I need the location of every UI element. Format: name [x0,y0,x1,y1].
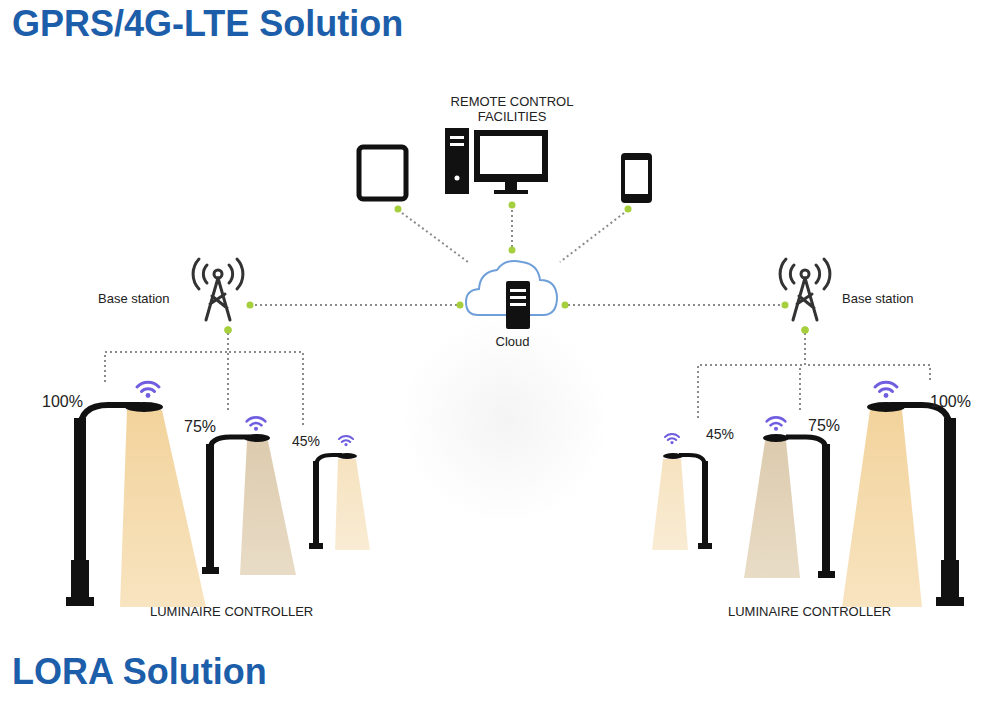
dotted-line [805,328,930,383]
luminaire-level: 45% [290,428,360,453]
luminaire-level: 100% [870,383,980,418]
node-text: Base station [842,291,930,306]
base-station: Base station [95,258,250,328]
dotted-link [562,302,789,309]
node-text: REMOTE CONTROL FACILITIES [442,94,582,124]
dotted-link [247,302,464,309]
component-label: LUMINAIRE CONTROLLER [150,604,313,619]
dotted-link [509,202,516,254]
base-station: Base station [785,258,930,328]
link-dot [802,327,809,334]
link-dot [562,302,569,309]
luminaire-level: 45% [660,420,740,445]
node-text: Cloud [460,334,565,349]
link-dot [509,202,516,209]
link-dot [782,302,789,309]
luminaire-level: 75% [765,410,850,440]
dotted-link [698,327,809,421]
node-text: 75% [184,418,229,436]
link-dot [457,302,464,309]
link-dot [247,302,254,309]
link-dot [509,247,516,254]
link-dot [802,327,809,334]
luminaire-level: 100% [38,383,168,418]
link-dot [225,327,232,334]
dotted-link [802,327,931,384]
dotted-line [105,328,228,383]
title: GPRS/4G-LTE Solution [12,4,403,44]
component-label: LUMINAIRE CONTROLLER [728,604,891,619]
dotted-line [228,328,303,428]
link-dot [225,327,232,334]
remote-facilities: REMOTE CONTROL FACILITIES [420,92,605,205]
node-text: 75% [808,417,853,435]
node-text: 100% [42,393,102,411]
dotted-line [227,328,229,412]
dotted-link [225,327,304,429]
dotted-line [565,304,785,306]
dotted-line [250,304,460,306]
link-dot [802,327,809,334]
link-dot [225,327,232,334]
node-text: 45% [706,426,746,442]
cloud-node: Cloud [460,250,565,351]
dotted-line [698,328,805,420]
section-heading: LORA Solution [12,652,267,692]
node-text: Base station [98,291,188,306]
node-text: 45% [292,433,332,449]
dotted-line [800,328,805,410]
luminaire-level: 75% [180,412,275,442]
node-text: 100% [930,393,980,411]
dotted-line [511,205,513,250]
dotted-link [105,327,232,384]
